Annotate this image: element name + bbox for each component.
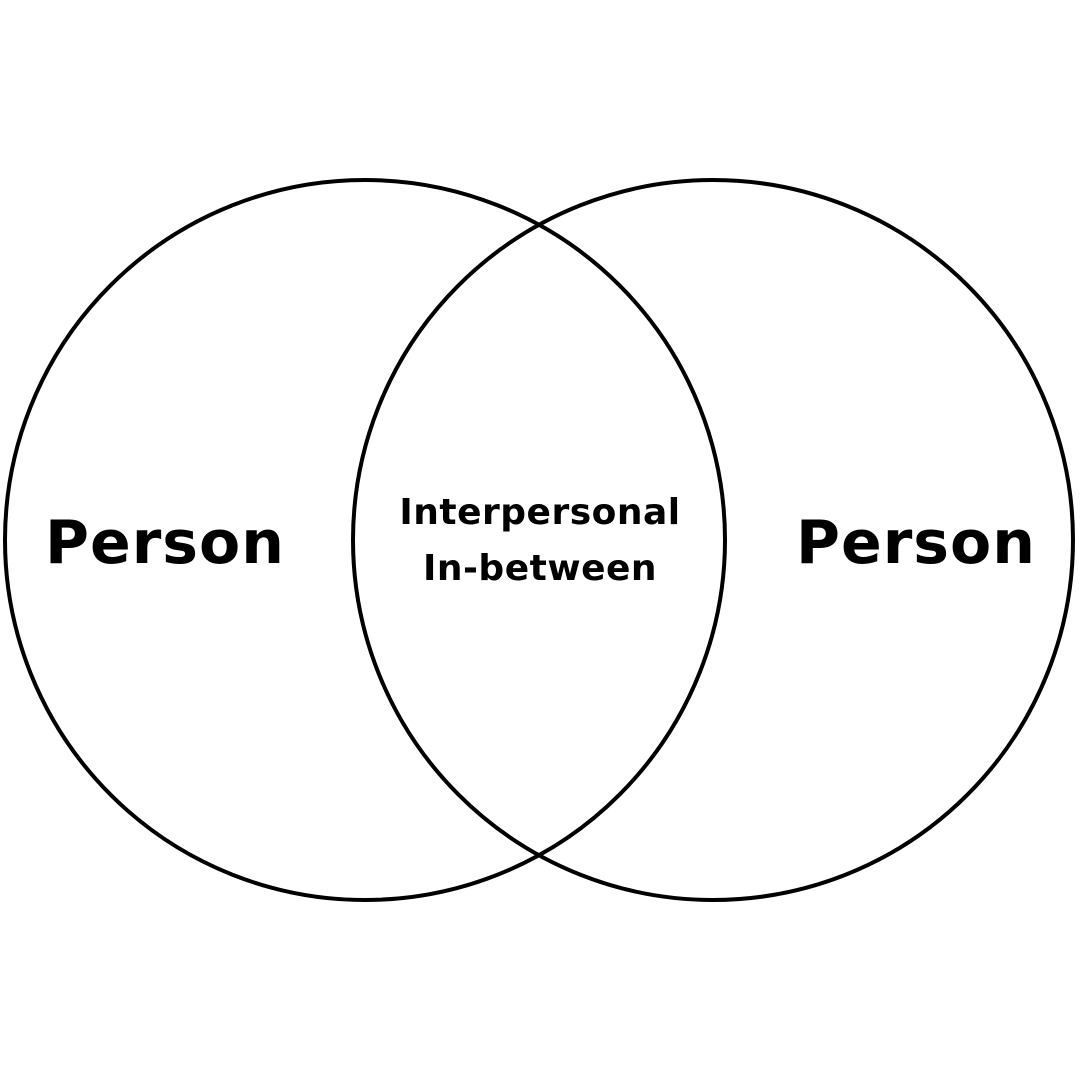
overlap-label-line2: In-between — [422, 548, 658, 589]
overlap-label-line1: Interpersonal — [399, 492, 681, 533]
right-person-label: Person — [796, 508, 1036, 578]
right-circle — [351, 178, 1075, 902]
left-circle — [3, 178, 727, 902]
overlap-label: Interpersonal In-between — [399, 485, 680, 597]
left-person-label: Person — [45, 508, 285, 578]
